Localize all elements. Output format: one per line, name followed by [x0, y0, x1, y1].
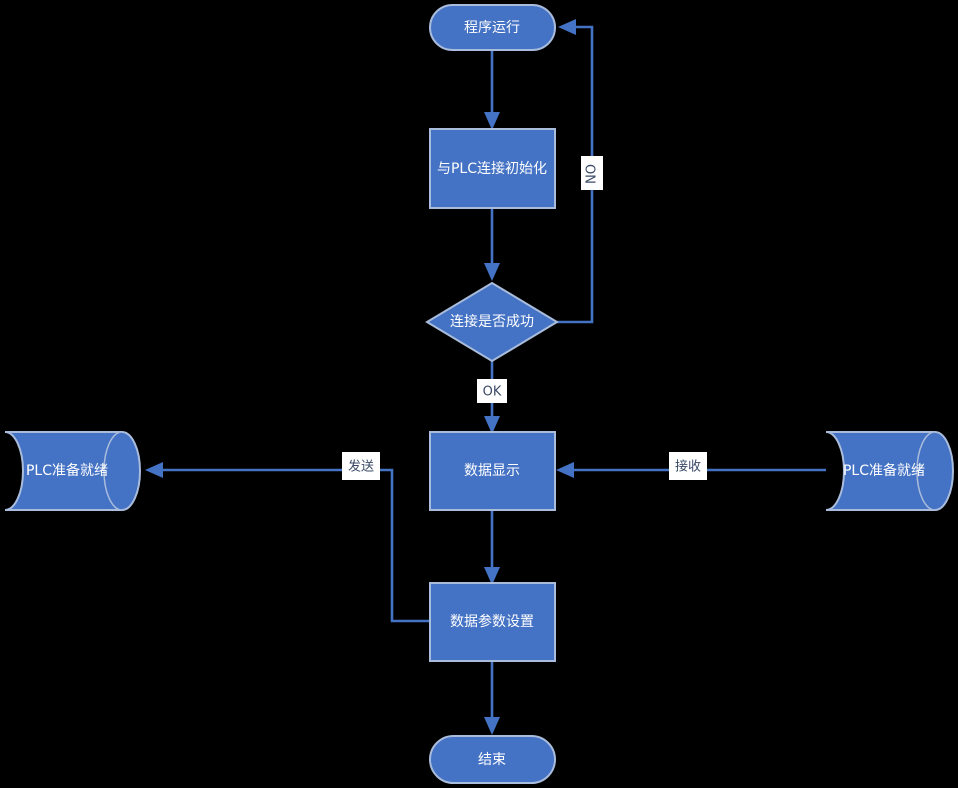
edge-plcright-to-display-receive: 接收 — [556, 452, 826, 480]
edge-label-no: NO — [585, 164, 600, 184]
node-shape-diamond — [425, 281, 559, 363]
arrowhead-icon — [484, 263, 500, 281]
node-start[interactable]: 程序运行 — [429, 4, 556, 51]
edge-label-background — [477, 379, 507, 403]
cylinder-cap-icon — [916, 431, 936, 511]
edge-label-send: 发送 — [348, 459, 374, 475]
node-shape-rect — [429, 582, 556, 662]
edge-label-background — [581, 156, 603, 190]
arrowhead-icon — [556, 462, 574, 478]
arrowhead-icon — [484, 717, 500, 735]
edge-display-to-params — [484, 510, 500, 585]
node-shape-rect — [429, 431, 556, 511]
node-end[interactable]: 结束 — [429, 735, 556, 784]
edge-params-to-end — [484, 661, 500, 735]
node-decision[interactable]: 连接是否成功 — [425, 281, 559, 363]
node-shape-rect — [429, 128, 556, 209]
node-shape-stadium — [429, 4, 556, 51]
node-params[interactable]: 数据参数设置 — [429, 582, 556, 662]
node-shape-stadium — [429, 735, 556, 784]
node-plc-right[interactable]: PLC准备就绪 — [825, 431, 954, 511]
edge-decision-to-start-no: NO — [557, 19, 603, 324]
edge-start-to-init — [484, 48, 500, 130]
arrowhead-icon — [558, 19, 576, 35]
edge-init-to-decision — [484, 207, 500, 281]
cylinder-cap-icon — [103, 431, 123, 511]
edge-decision-to-display-ok: OK — [477, 360, 507, 434]
node-plc-left[interactable]: PLC准备就绪 — [4, 431, 141, 511]
edge-label-background — [669, 452, 707, 480]
arrowhead-icon — [484, 416, 500, 434]
edge-line — [158, 468, 430, 623]
edge-params-to-plcleft-send: 发送 — [145, 452, 430, 623]
edge-label-ok: OK — [483, 385, 502, 400]
edge-label-background — [342, 452, 380, 480]
node-display[interactable]: 数据显示 — [429, 431, 556, 511]
arrowhead-icon — [484, 567, 500, 585]
arrowhead-icon — [484, 112, 500, 130]
arrowhead-icon — [145, 462, 163, 478]
edge-label-receive: 接收 — [675, 459, 701, 475]
node-init[interactable]: 与PLC连接初始化 — [429, 128, 556, 209]
